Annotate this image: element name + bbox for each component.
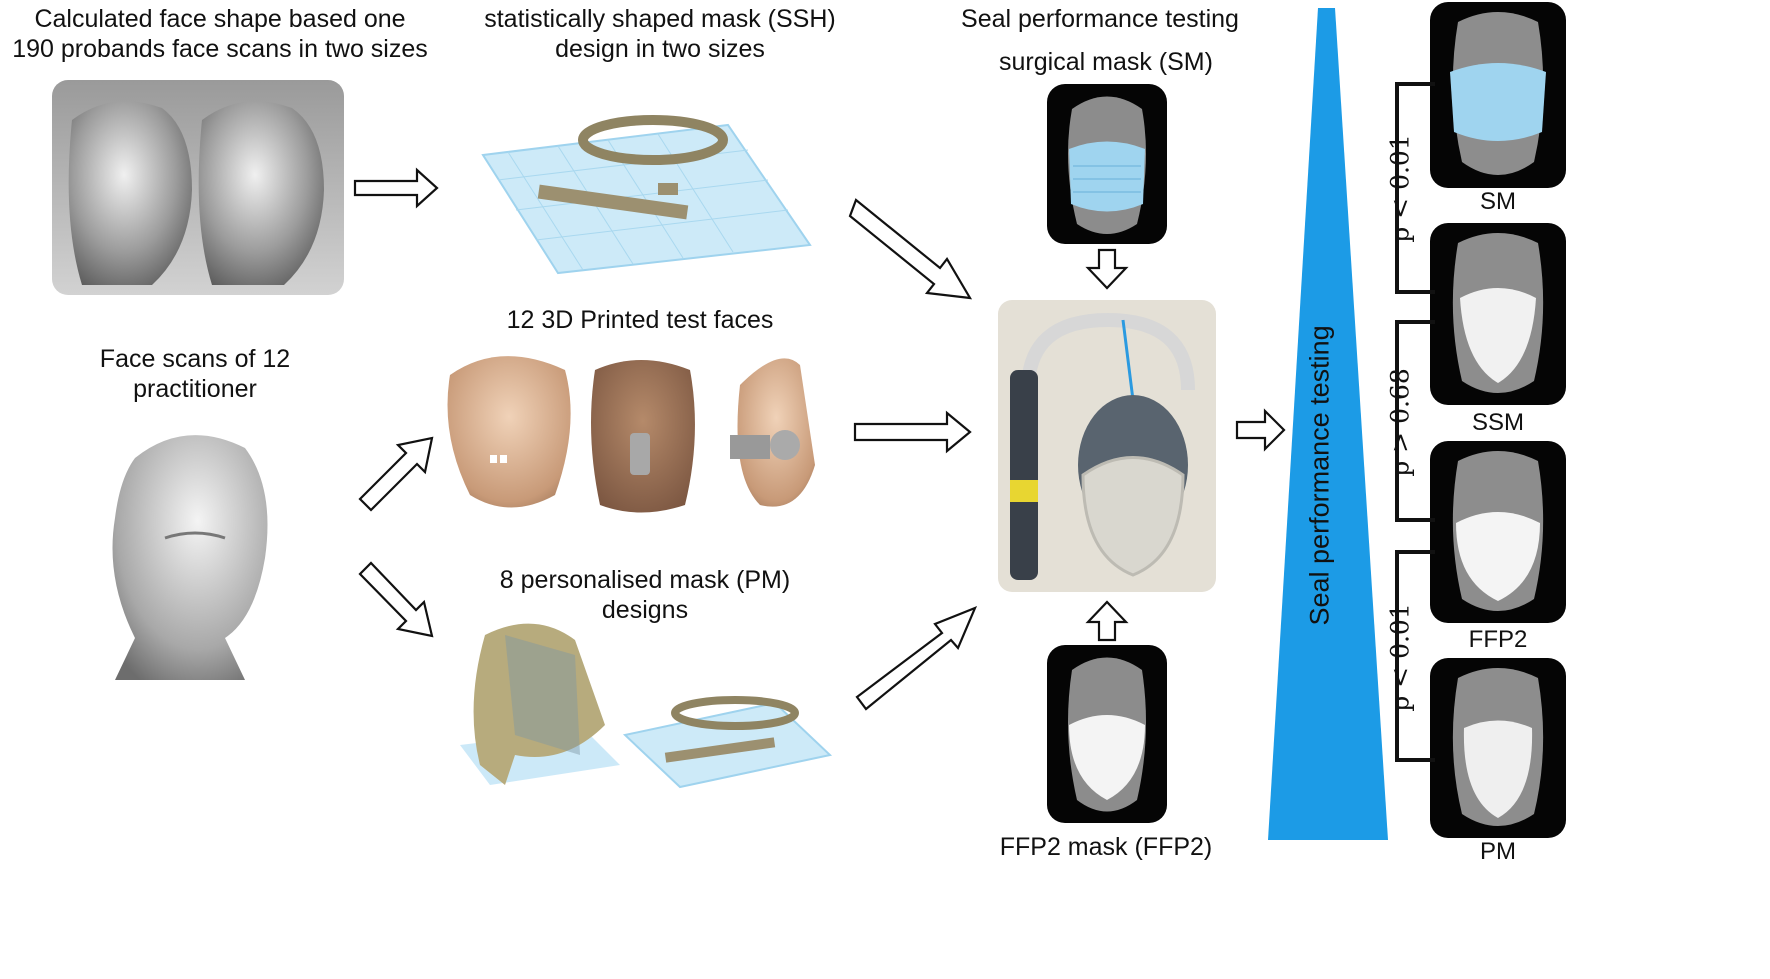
arrow-printed-to-setup <box>853 410 972 454</box>
ffp2-mask-photo <box>1047 645 1167 823</box>
arrow-scan-to-printed <box>358 436 434 512</box>
pvalue-ssm-ffp2: p > 0.68 <box>1385 368 1415 477</box>
result-pm-label: PM <box>1480 838 1516 865</box>
result-ssm-photo <box>1430 223 1566 405</box>
arrow-sm-to-setup <box>1085 248 1129 290</box>
seal-testing-heading: Seal performance testing <box>961 5 1239 33</box>
practitioner-scan-image <box>95 418 280 680</box>
practitioner-heading: Face scans of 12 practitioner <box>99 345 291 403</box>
result-sm-label: SM <box>1480 188 1516 215</box>
pvalue-ffp2-pm: p < 0.01 <box>1385 603 1415 712</box>
ssh-mask-design-render <box>478 95 814 275</box>
seal-performance-ramp-shape <box>1268 8 1388 840</box>
arrow-ffp2-to-setup <box>1085 600 1129 642</box>
arrow-face-to-ssh <box>353 167 439 209</box>
pm-designs-heading: 8 personalised mask (PM) designs <box>499 566 791 624</box>
bracket-ffp2-pm <box>1395 550 1435 762</box>
arrow-setup-to-ramp <box>1235 408 1286 452</box>
result-ffp2-label: FFP2 <box>1468 626 1528 653</box>
result-ffp2-photo <box>1430 441 1566 623</box>
surgical-mask-photo <box>1047 84 1167 244</box>
arrow-pm-to-setup <box>855 605 978 711</box>
result-sm-photo <box>1430 2 1566 188</box>
printed-test-faces-image <box>440 345 830 520</box>
significance-brackets <box>1395 82 1435 762</box>
bracket-ssm-ffp2 <box>1395 320 1435 522</box>
ffp2-heading: FFP2 mask (FFP2) <box>999 833 1213 861</box>
average-face-render <box>52 80 344 295</box>
bracket-sm-ssm <box>1395 82 1435 294</box>
arrow-ssh-to-setup <box>848 198 973 300</box>
face-shape-heading: Calculated face shape based one 190 prob… <box>12 5 428 63</box>
result-ssm-label: SSM <box>1471 409 1524 436</box>
ssh-heading: statistically shaped mask (SSH) design i… <box>484 5 836 63</box>
surgical-mask-heading: surgical mask (SM) <box>999 48 1213 76</box>
seal-test-setup-photo <box>998 300 1216 592</box>
arrow-scan-to-pm <box>358 561 434 638</box>
result-pm-photo <box>1430 658 1566 838</box>
pm-design-render <box>445 615 840 800</box>
printed-faces-heading: 12 3D Printed test faces <box>506 306 774 334</box>
pvalue-sm-ssm: p < 0.01 <box>1385 134 1415 243</box>
